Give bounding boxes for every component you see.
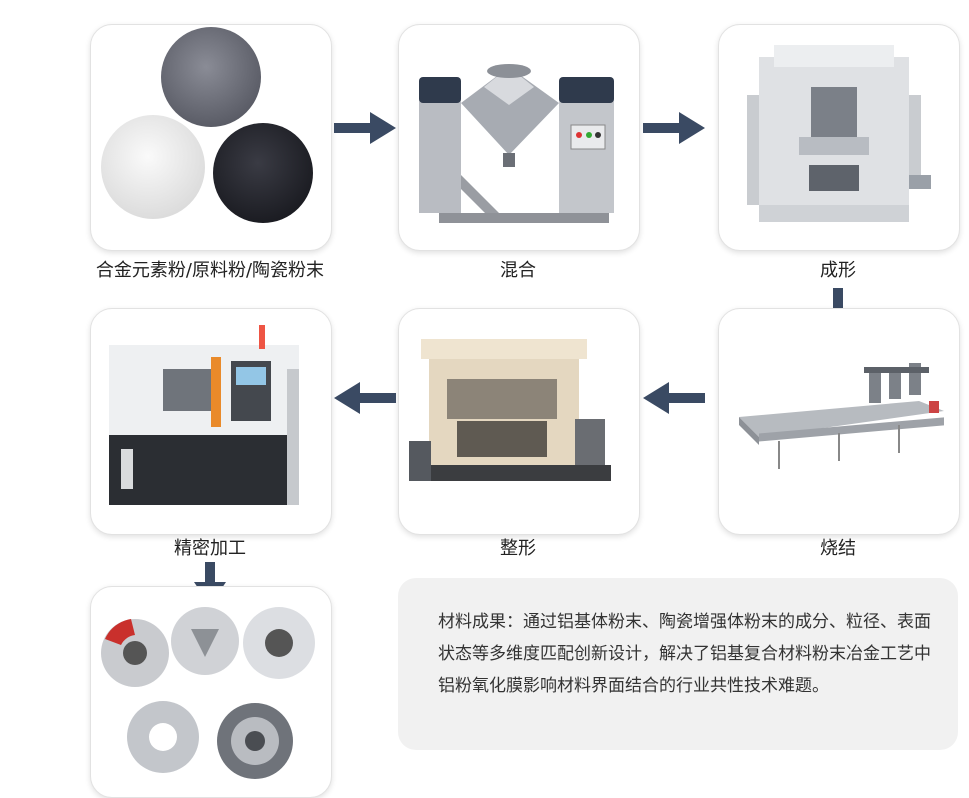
products-card (90, 586, 332, 798)
step-label-mixing: 混合 (500, 260, 536, 281)
powder-card (90, 24, 332, 251)
powder-piles-image (101, 27, 313, 223)
step-label-sintering: 烧结 (820, 538, 856, 559)
sizing-press-image (409, 339, 611, 481)
mixing-card (398, 24, 640, 251)
step-label-sizing: 整形 (500, 538, 536, 559)
mixer-machine-image (419, 64, 614, 223)
cnc-machine-image (109, 325, 299, 505)
brake-disc-products-image (101, 607, 315, 779)
step-label-forming: 成形 (820, 260, 856, 281)
arrow-left-icon (334, 382, 396, 414)
press-machine-image (747, 45, 931, 222)
sizing-card (398, 308, 640, 535)
arrow-right-icon (334, 112, 396, 144)
arrow-right-icon (643, 112, 705, 144)
machining-card (90, 308, 332, 535)
arrow-left-icon (643, 382, 705, 414)
forming-card (718, 24, 960, 251)
step-label-machining: 精密加工 (174, 538, 246, 559)
results-note-text: 材料成果：通过铝基体粉末、陶瓷增强体粉末的成分、粒径、表面状态等多维度匹配创新设… (438, 612, 931, 696)
step-label-powder: 合金元素粉/原料粉/陶瓷粉末 (95, 260, 325, 281)
sintering-card (718, 308, 960, 535)
results-note-box: 材料成果：通过铝基体粉末、陶瓷增强体粉末的成分、粒径、表面状态等多维度匹配创新设… (398, 578, 958, 750)
furnace-line-image (739, 363, 944, 469)
